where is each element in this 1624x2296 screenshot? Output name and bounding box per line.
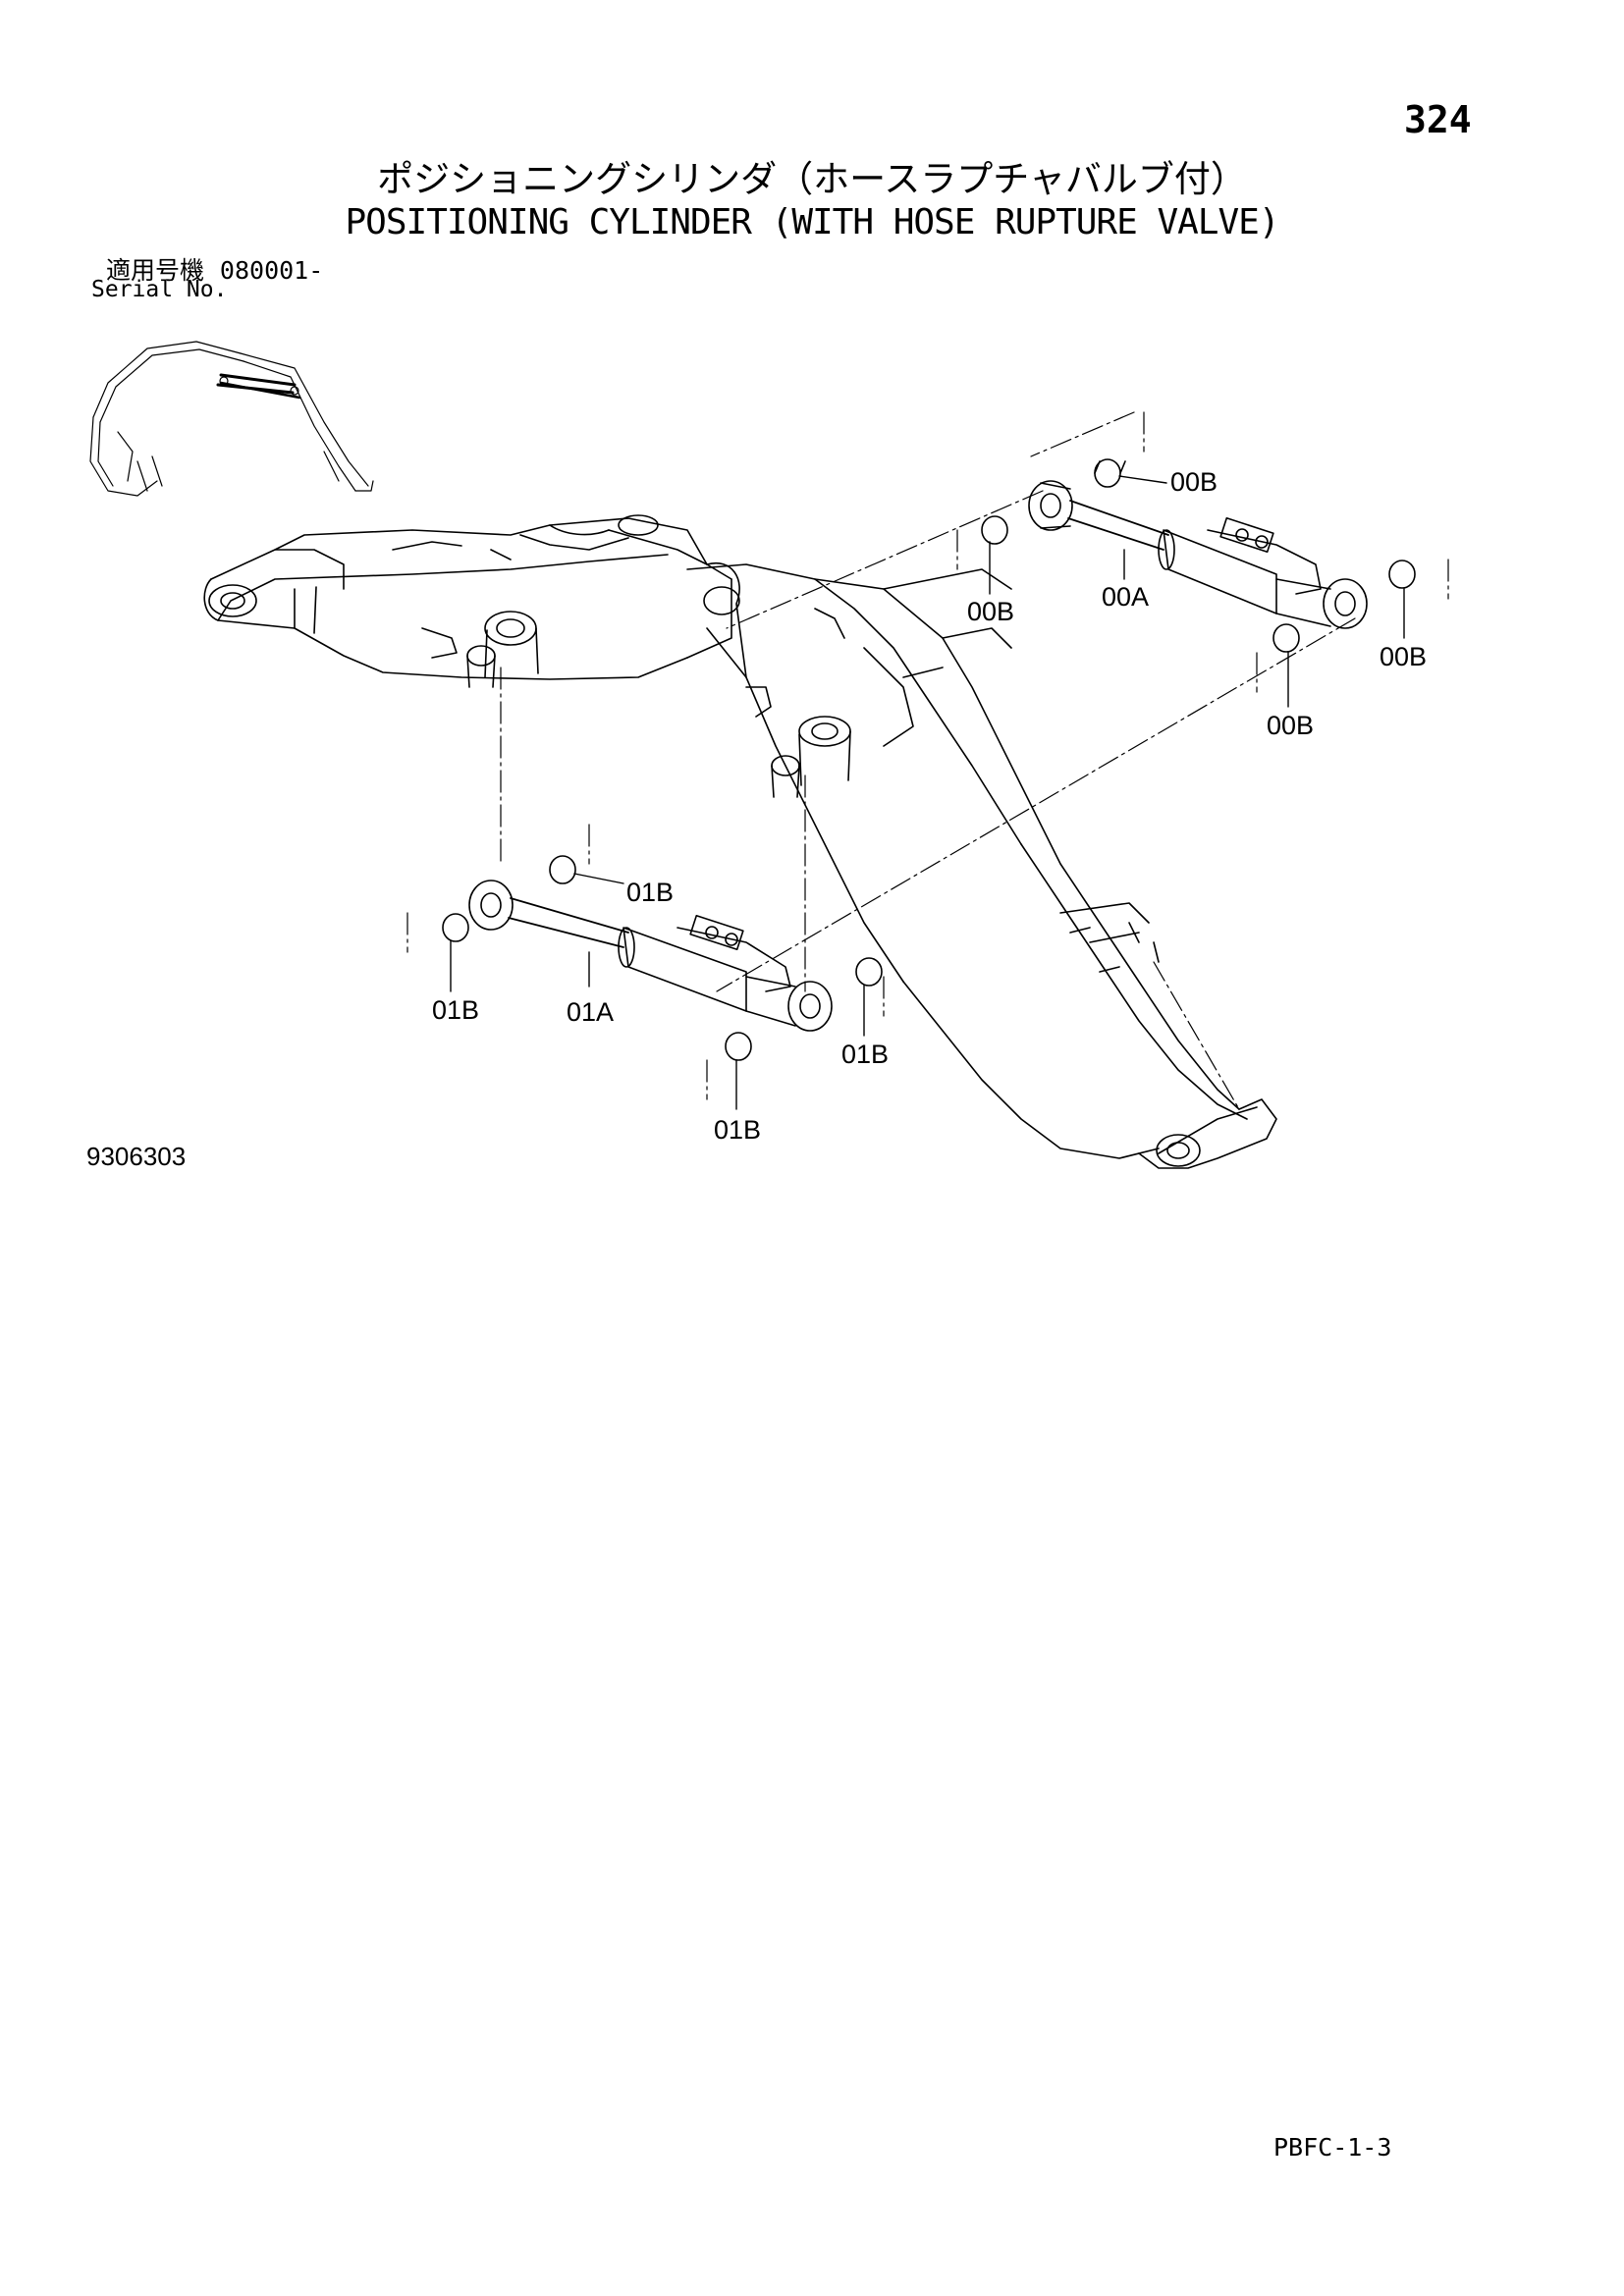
callout-00b-bottom: 00B <box>1267 711 1314 740</box>
cylinder-01a <box>468 880 833 1032</box>
callout-01b-top: 01B <box>626 878 674 907</box>
page-number: 324 <box>1404 98 1472 141</box>
serial-label: 適用号機 080001- <box>106 251 323 287</box>
boom-assembly <box>203 514 1277 1169</box>
callout-00b-right: 00B <box>1380 642 1427 671</box>
callout-01b-bottom: 01B <box>714 1115 761 1145</box>
callout-01b-left: 01B <box>432 995 479 1025</box>
machine-thumbnail <box>89 341 374 497</box>
callout-01b-right: 01B <box>841 1040 889 1069</box>
callout-00a: 00A <box>1102 582 1149 612</box>
bushing-group-01b <box>442 855 883 1061</box>
title-japanese: ポジショニングシリンダ（ホースラプチャバルブ付） <box>377 158 1247 200</box>
serial-label-en: Serial No. <box>91 277 228 302</box>
leader-lines <box>450 475 1405 1110</box>
footer-code: PBFC-1-3 <box>1273 2133 1392 2162</box>
assembly-lines <box>406 411 1449 1110</box>
title-english: POSITIONING CYLINDER (WITH HOSE RUPTURE … <box>345 202 1280 242</box>
callout-01a: 01A <box>567 997 614 1027</box>
bushing-group-00b <box>981 458 1416 653</box>
callout-00b-left: 00B <box>967 597 1014 626</box>
cylinder-00a <box>1028 480 1368 629</box>
callout-00b-top: 00B <box>1170 467 1218 497</box>
serial-value: 080001- <box>219 256 324 285</box>
drawing-number: 9306303 <box>86 1142 187 1171</box>
serial-label-jp: 適用号機 <box>106 256 205 285</box>
